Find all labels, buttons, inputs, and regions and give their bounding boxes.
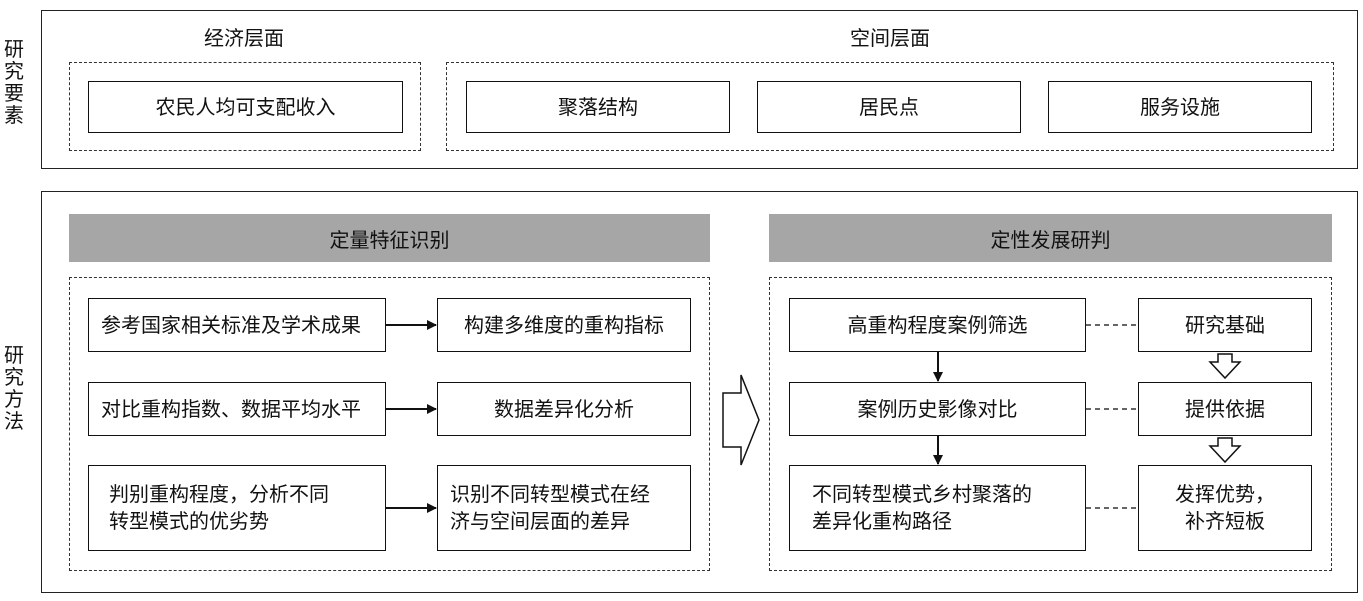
hollow-down-arrow-1 — [1208, 353, 1242, 380]
quant-step-1-left: 参考国家相关标准及学术成果 — [88, 298, 386, 352]
elements-frame — [41, 10, 1358, 169]
quant-step-3-right: 识别不同转型模式在经 济与空间层面的差异 — [437, 465, 691, 551]
transition-arrow — [722, 374, 760, 466]
quant-group — [69, 277, 710, 571]
spatial-item-settlements: 居民点 — [757, 81, 1021, 133]
quant-step-1-right: 构建多维度的重构指标 — [437, 298, 691, 352]
qual-step-3-right: 发挥优势， 补齐短板 — [1138, 465, 1312, 551]
qual-step-1-left: 高重构程度案例筛选 — [789, 298, 1086, 352]
qual-header: 定性发展研判 — [769, 214, 1332, 262]
spatial-group — [446, 62, 1334, 151]
side-label-methods: 研究方法 — [4, 343, 24, 433]
qual-group — [769, 277, 1332, 571]
econ-item-income: 农民人均可支配收入 — [88, 81, 403, 133]
economic-group — [69, 62, 421, 151]
hollow-down-arrow-2 — [1208, 437, 1242, 464]
quant-step-2-right: 数据差异化分析 — [437, 382, 691, 436]
qual-step-3-left: 不同转型模式乡村聚落的 差异化重构路径 — [789, 465, 1086, 551]
qual-step-1-right: 研究基础 — [1138, 298, 1312, 352]
quant-header: 定量特征识别 — [69, 214, 710, 262]
qual-step-2-right: 提供依据 — [1138, 382, 1312, 436]
economic-title: 经济层面 — [204, 26, 284, 50]
spatial-title: 空间层面 — [850, 26, 930, 50]
quant-step-2-left: 对比重构指数、数据平均水平 — [88, 382, 386, 436]
spatial-item-facilities: 服务设施 — [1048, 81, 1312, 133]
quant-step-3-left: 判别重构程度，分析不同 转型模式的优劣势 — [88, 465, 386, 551]
spatial-item-structure: 聚落结构 — [466, 81, 730, 133]
qual-step-2-left: 案例历史影像对比 — [789, 382, 1086, 436]
side-label-elements: 研究要素 — [4, 37, 24, 127]
methods-frame — [41, 191, 1358, 593]
